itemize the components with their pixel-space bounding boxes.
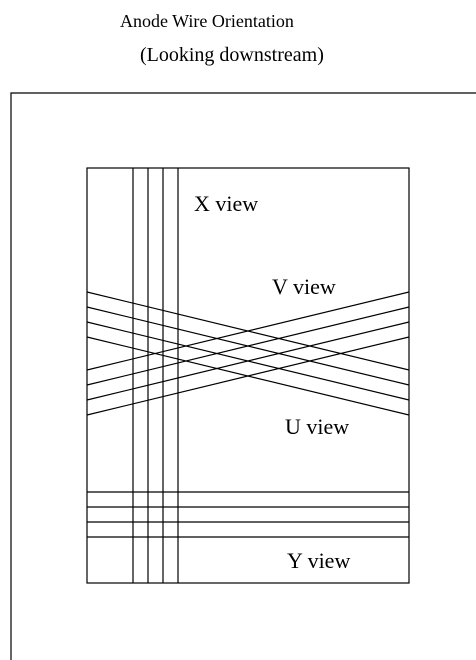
u-view-label: U view bbox=[285, 414, 349, 439]
v-wire bbox=[86, 321, 410, 401]
diagram-subtitle: (Looking downstream) bbox=[140, 44, 324, 66]
v-view-label: V view bbox=[272, 274, 336, 299]
v-wire bbox=[86, 306, 410, 386]
x-view-label: X view bbox=[194, 191, 258, 216]
v-wire bbox=[86, 336, 410, 416]
outer-frame bbox=[10, 92, 476, 660]
u-view-wires bbox=[86, 291, 410, 416]
y-view-label: Y view bbox=[287, 548, 350, 573]
x-view-wires bbox=[132, 168, 179, 583]
v-wire bbox=[86, 291, 410, 371]
y-view-wires bbox=[87, 491, 409, 538]
v-view-wires bbox=[86, 291, 410, 416]
chamber-outline bbox=[86, 167, 410, 584]
diagram-title: Anode Wire Orientation bbox=[120, 11, 294, 31]
